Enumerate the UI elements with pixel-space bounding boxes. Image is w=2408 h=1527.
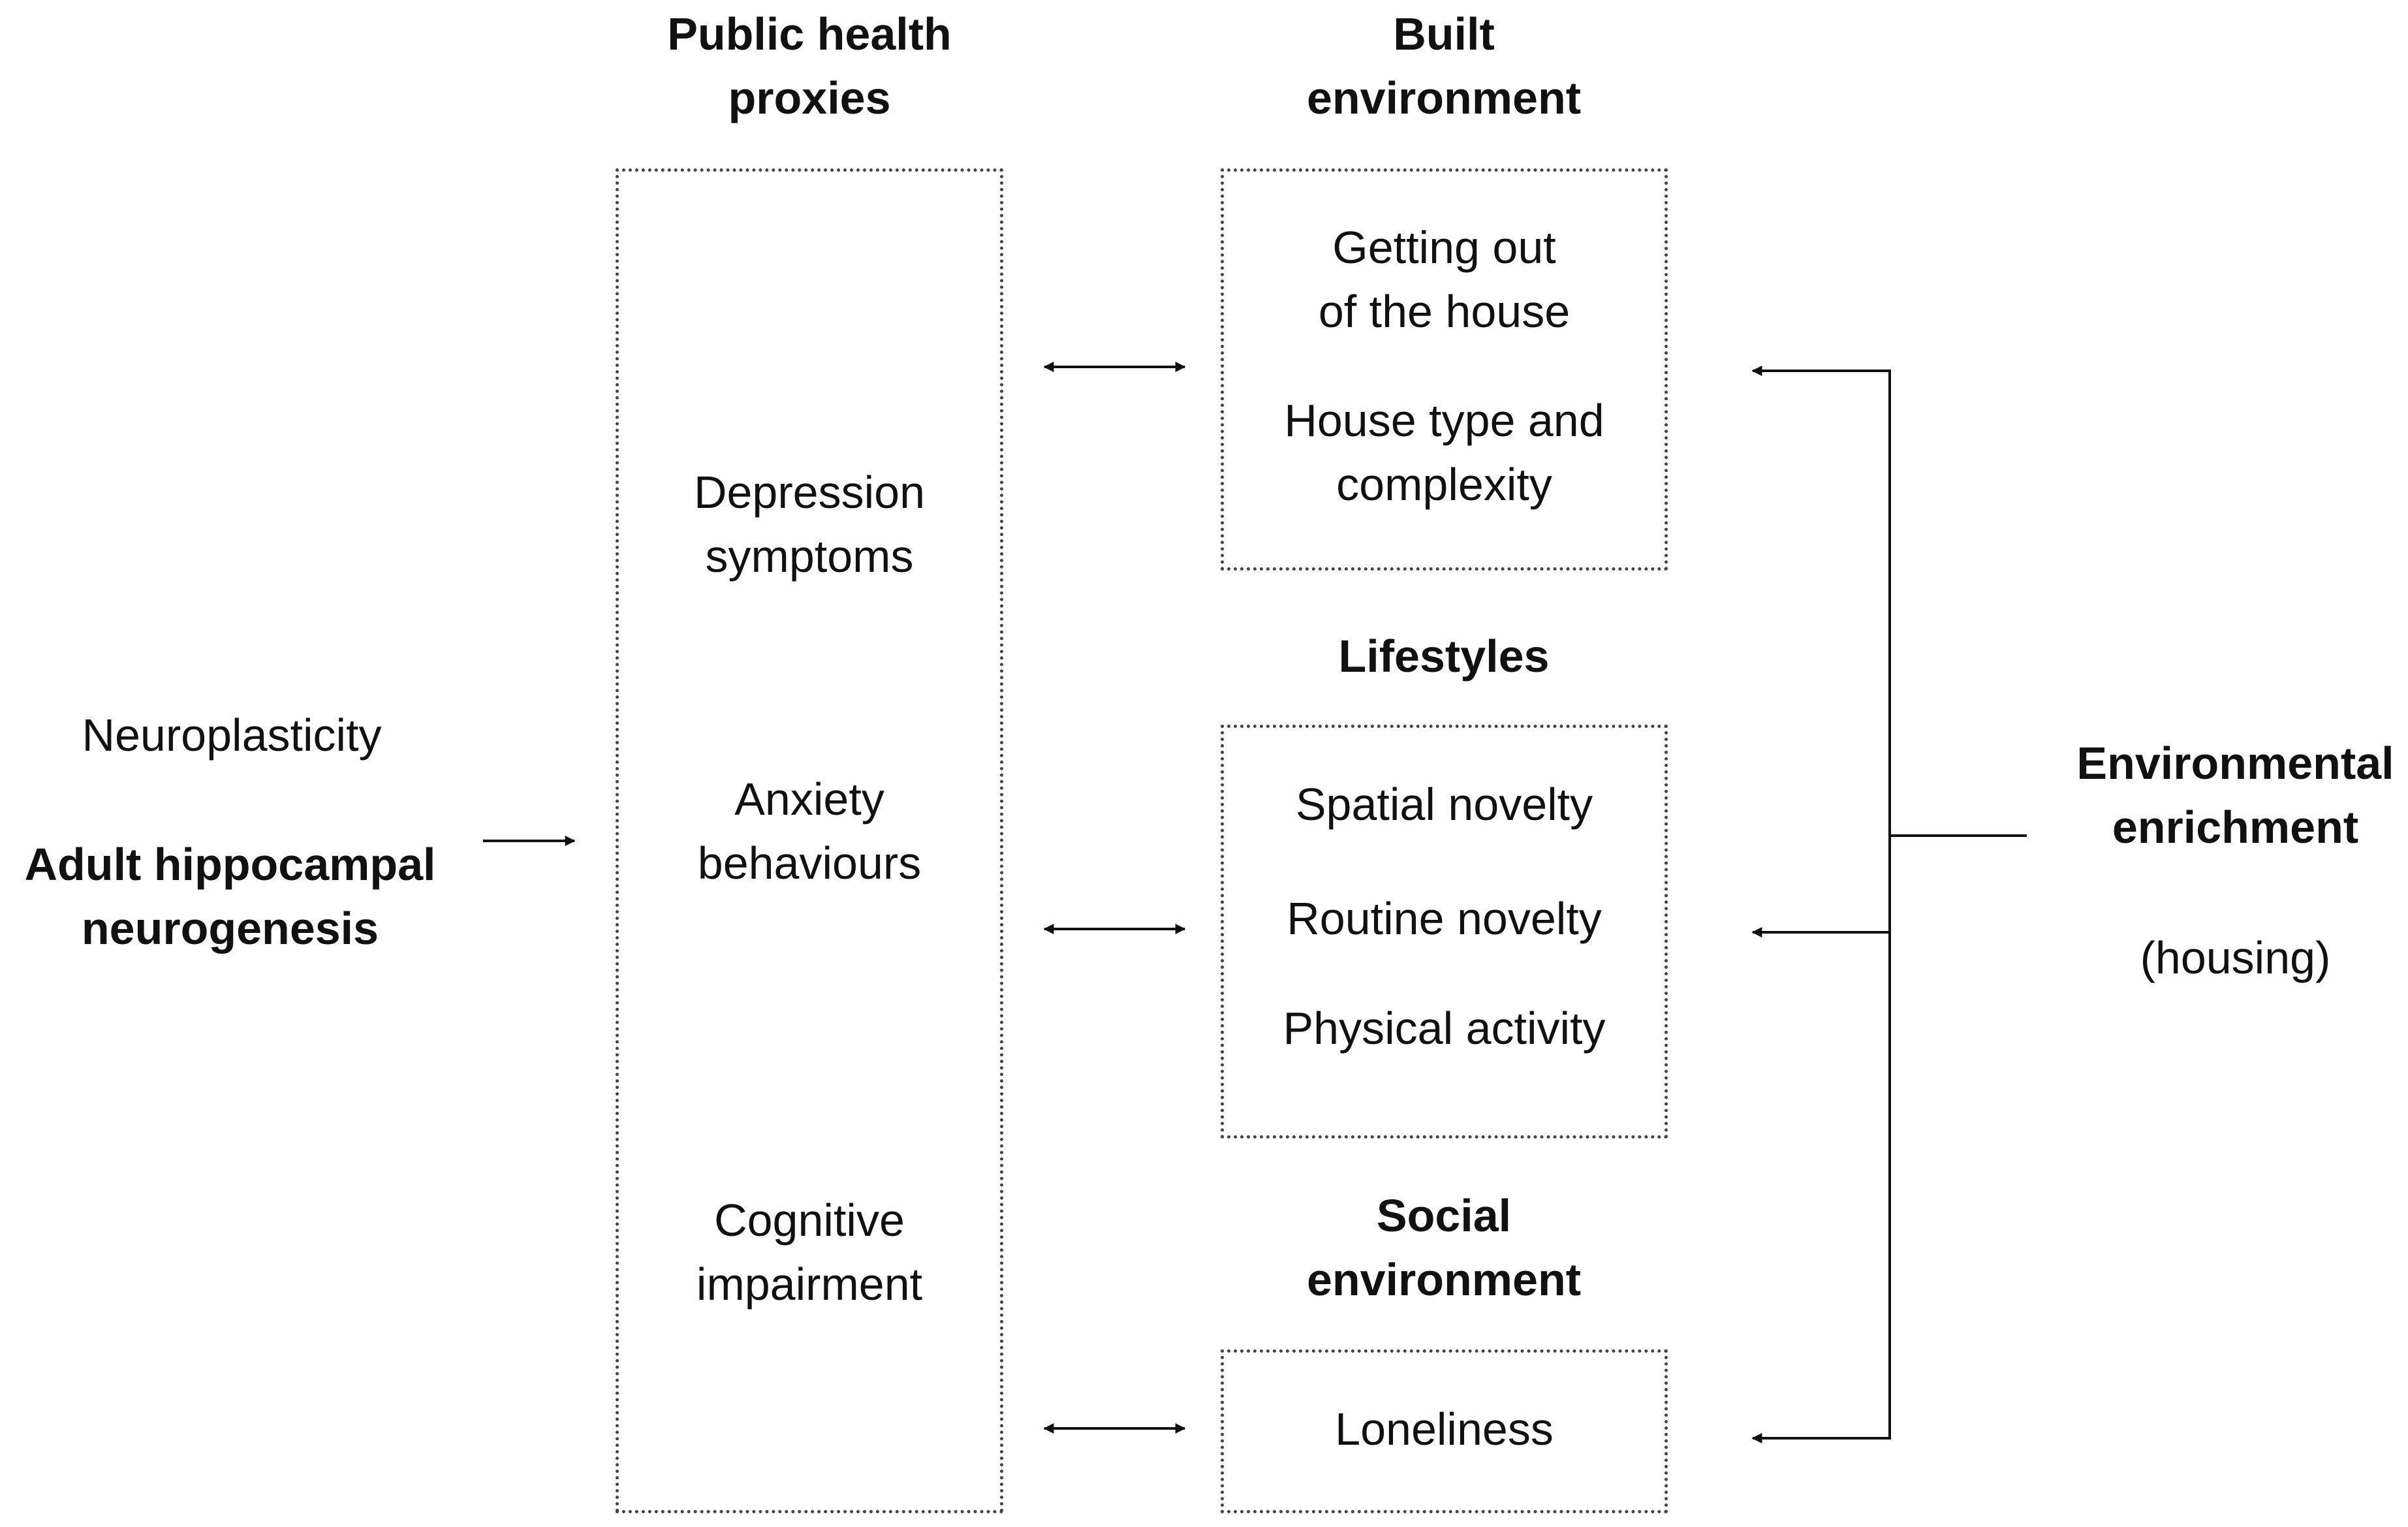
- lifestyles-heading: Lifestyles: [1338, 631, 1550, 682]
- public-health-heading-line1: Public health: [667, 8, 952, 59]
- depression-line2: symptoms: [705, 531, 914, 582]
- public-health-proxies-box: [616, 168, 1003, 1513]
- house-type-line2: complexity: [1336, 459, 1552, 510]
- social-heading-line2: environment: [1306, 1254, 1582, 1305]
- built-environment-box: [1221, 168, 1668, 571]
- anxiety-behaviours-item: Anxiety behaviours: [616, 767, 1003, 895]
- lifestyles-box: [1221, 725, 1668, 1139]
- getting-out-line2: of the house: [1318, 286, 1571, 337]
- spatial-novelty-item: Spatial novelty: [1295, 779, 1593, 830]
- house-type-line1: House type and: [1284, 395, 1604, 446]
- social-heading-line1: Social: [1376, 1190, 1512, 1241]
- enrichment-line1: Environmental: [2076, 738, 2394, 789]
- ahn-line2: neurogenesis: [81, 903, 379, 954]
- getting-out-of-house-item: Getting out of the house: [1221, 215, 1668, 343]
- environmental-enrichment-label: Environmental enrichment: [2063, 731, 2408, 859]
- built-heading-line2: environment: [1306, 72, 1582, 123]
- social-environment-heading: Social environment: [1215, 1184, 1672, 1312]
- house-type-complexity-item: House type and complexity: [1221, 388, 1668, 516]
- built-heading-line1: Built: [1393, 8, 1495, 59]
- social-environment-box: [1221, 1349, 1668, 1513]
- built-environment-heading: Built environment: [1215, 2, 1672, 130]
- neuroplasticity-label: Neuroplasticity: [82, 710, 382, 761]
- adult-hippocampal-neurogenesis-label: Adult hippocampal neurogenesis: [0, 832, 460, 960]
- cognitive-line2: impairment: [696, 1259, 923, 1310]
- cognitive-impairment-item: Cognitive impairment: [616, 1188, 1003, 1316]
- ahn-line1: Adult hippocampal: [24, 839, 436, 890]
- enrichment-line2: enrichment: [2112, 802, 2359, 853]
- depression-symptoms-item: Depression symptoms: [616, 460, 1003, 588]
- cognitive-line1: Cognitive: [714, 1195, 905, 1246]
- loneliness-item: Loneliness: [1335, 1404, 1554, 1455]
- routine-novelty-item: Routine novelty: [1287, 893, 1602, 944]
- housing-label: (housing): [2140, 932, 2331, 983]
- anxiety-line1: Anxiety: [734, 774, 884, 825]
- public-health-heading-line2: proxies: [728, 72, 891, 123]
- getting-out-line1: Getting out: [1332, 222, 1556, 273]
- depression-line1: Depression: [693, 467, 926, 518]
- public-health-proxies-heading: Public health proxies: [614, 2, 1005, 130]
- anxiety-line2: behaviours: [697, 838, 922, 889]
- physical-activity-item: Physical activity: [1283, 1003, 1606, 1054]
